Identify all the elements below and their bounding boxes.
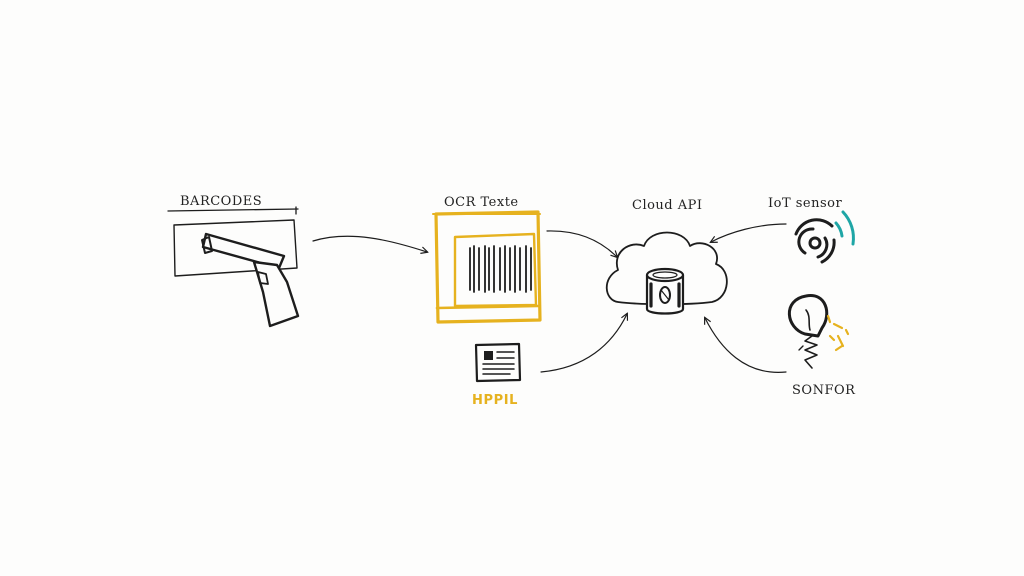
barcode-document-icon bbox=[432, 210, 542, 324]
cloud-label: Cloud API bbox=[632, 198, 703, 213]
sensor-label: SONFOR bbox=[792, 383, 856, 398]
barcodes-node: BARCODES bbox=[167, 194, 300, 328]
document-icon bbox=[474, 342, 522, 383]
ocr-node: OCR Texte bbox=[432, 195, 542, 324]
arrow-sensor-to-cloud bbox=[705, 318, 787, 373]
cloud-node: Cloud API bbox=[605, 198, 728, 315]
arrow-barcodes-to-ocr bbox=[312, 235, 427, 252]
wifi-sensor-icon bbox=[794, 210, 855, 264]
light-bulb-sensor-icon bbox=[787, 294, 850, 369]
iot-node: IoT sensor bbox=[768, 196, 855, 264]
iot-label: IoT sensor bbox=[768, 196, 843, 211]
barcodes-label: BARCODES bbox=[180, 194, 262, 209]
arrow-iot-to-cloud bbox=[711, 223, 787, 242]
ocr-label: OCR Texte bbox=[444, 195, 519, 210]
sensor-node: SONFOR bbox=[787, 294, 856, 398]
arrow-ocr-to-cloud bbox=[546, 230, 617, 257]
flow-arrows bbox=[312, 223, 787, 373]
database-icon bbox=[645, 267, 685, 315]
arrow-hppil-to-cloud bbox=[540, 314, 627, 373]
cloud-database-icon bbox=[605, 231, 728, 315]
hppil-node: HPPIL bbox=[472, 342, 522, 408]
barcode-scanner-icon bbox=[167, 206, 300, 328]
hppil-label: HPPIL bbox=[472, 393, 518, 408]
